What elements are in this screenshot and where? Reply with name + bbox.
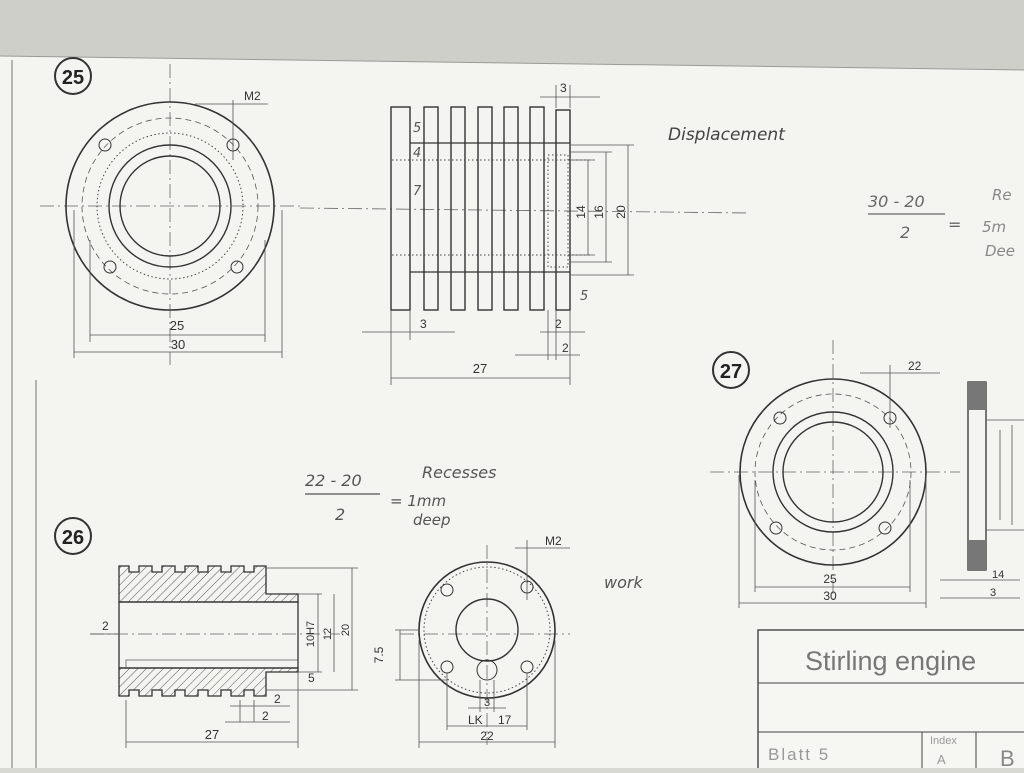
dim-3-c: 3 [990, 587, 996, 599]
dim-27: 27 [473, 361, 487, 376]
calc1-denominator: 2 [900, 223, 910, 242]
dim-3: 3 [420, 317, 427, 331]
title-block-index-label: Index [930, 735, 957, 747]
dim-16: 16 [592, 205, 606, 219]
dim-5: 5 [580, 289, 588, 304]
dim-30-c: 30 [823, 589, 837, 603]
dim-25-c: 25 [823, 572, 837, 586]
dim-3-b: 3 [484, 697, 490, 709]
dim-22: 22 [480, 729, 494, 743]
dim-m2: M2 [244, 89, 261, 103]
dim-30: 30 [171, 337, 185, 352]
dim-20-b: 20 [340, 624, 352, 636]
dim-12: 12 [322, 628, 334, 640]
dim-2a: 2 [555, 317, 562, 331]
dim-10h7: 10H7 [305, 621, 317, 647]
title-block-sheet: Blatt 5 [768, 745, 830, 764]
bolt-hole [103, 260, 117, 274]
calc1-numerator: 30 - 20 [868, 192, 925, 211]
dim-22-c: 22 [908, 359, 922, 373]
flange-outer [739, 378, 927, 566]
part-27: 27 22 25 30 14 3 [710, 340, 1024, 608]
part-25: 25 M2 25 30 [40, 57, 751, 385]
bolt-hole [230, 260, 244, 274]
part-27-badge [712, 351, 750, 389]
dim-2-c: 2 [274, 692, 281, 706]
calc2-deep: deep [413, 511, 451, 529]
dim-14-c: 14 [992, 569, 1004, 581]
calc-note-1: 30 - 20 2 = Re 5m Dee [868, 186, 1015, 260]
title-block: Stirling engine Blatt 5 Index A B [757, 629, 1024, 773]
dim-14: 14 [574, 205, 588, 219]
dim-5-b: 5 [308, 671, 315, 685]
bolt-hole [98, 138, 112, 152]
note-displacement: Displacement [668, 125, 786, 145]
calc2-denominator: 2 [335, 505, 345, 524]
dim-2-d: 2 [262, 709, 269, 723]
part-25-number: 25 [62, 67, 84, 89]
calc1-text-2: 5m [982, 218, 1006, 236]
part-27-number: 27 [720, 361, 742, 383]
dim-25: 25 [170, 318, 184, 333]
fin-note-3: 7 [413, 184, 422, 199]
title-block-corner: B [1000, 746, 1015, 768]
dim-2b: 2 [562, 341, 569, 355]
calc2-numerator: 22 - 20 [305, 471, 362, 490]
part-25-outer-circle [65, 101, 275, 311]
dim-7-5: 7.5 [372, 646, 386, 663]
cooling-fins [390, 106, 590, 311]
calc1-equals: = [948, 215, 961, 234]
section-hatch-top [118, 565, 299, 603]
section-hatch-bottom [118, 667, 299, 697]
part-26-badge [54, 517, 92, 555]
calc1-text-1: Re [992, 186, 1012, 204]
title-block-title: Stirling engine [805, 646, 976, 676]
dim-3-top: 3 [560, 81, 567, 95]
part-26-number: 26 [62, 527, 84, 549]
dim-20: 20 [614, 205, 628, 219]
fin-note-1: 5 [413, 121, 421, 136]
calc-note-2: 22 - 20 2 Recesses = 1mm deep [305, 463, 496, 529]
dim-m2-b: M2 [545, 534, 562, 548]
shaft-hole [476, 659, 498, 681]
calc2-result: = 1mm [390, 492, 446, 510]
dim-17: 17 [498, 713, 512, 727]
note-work: work [604, 573, 643, 592]
dim-2-left: 2 [102, 619, 109, 633]
fin-note-2: 4 [413, 146, 421, 161]
part-26: 26 2 10H7 12 20 5 2 2 [54, 517, 570, 748]
title-block-index-value: A [937, 752, 946, 767]
calc2-title: Recesses [422, 463, 496, 482]
part-25-badge [54, 57, 92, 95]
calc1-text-3: Dee [985, 242, 1015, 260]
dim-27-b: 27 [205, 727, 219, 742]
dim-lk: LK [468, 713, 483, 727]
